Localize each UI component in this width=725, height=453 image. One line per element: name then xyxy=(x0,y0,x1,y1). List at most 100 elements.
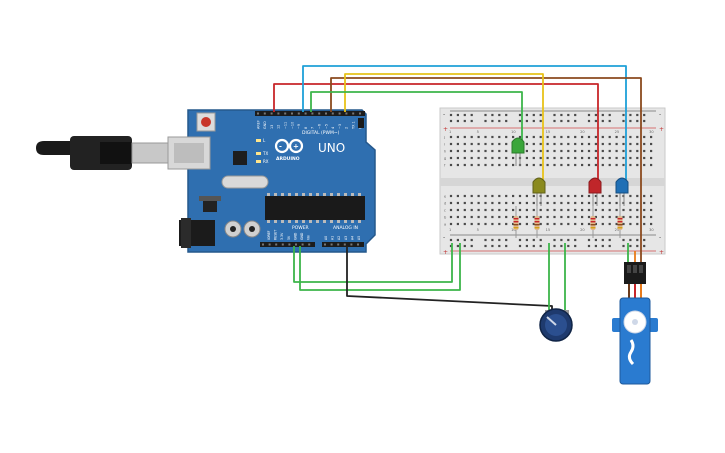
terminal-hole[interactable] xyxy=(553,201,556,205)
terminal-hole[interactable] xyxy=(546,135,549,139)
digital-pin[interactable] xyxy=(352,112,355,115)
terminal-hole[interactable] xyxy=(456,222,459,226)
rail-hole[interactable] xyxy=(484,238,487,242)
terminal-hole[interactable] xyxy=(601,201,604,205)
analog-pin[interactable] xyxy=(343,243,346,246)
terminal-hole[interactable] xyxy=(546,156,549,160)
terminal-hole[interactable] xyxy=(539,163,542,167)
terminal-hole[interactable] xyxy=(525,194,528,198)
terminal-hole[interactable] xyxy=(463,142,466,146)
terminal-hole[interactable] xyxy=(615,142,618,146)
terminal-hole[interactable] xyxy=(532,194,535,198)
rail-hole[interactable] xyxy=(601,113,604,117)
rail-hole[interactable] xyxy=(518,113,522,117)
terminal-hole[interactable] xyxy=(449,156,453,160)
terminal-hole[interactable] xyxy=(449,222,453,226)
rail-hole[interactable] xyxy=(629,244,632,248)
terminal-hole[interactable] xyxy=(601,135,604,139)
terminal-hole[interactable] xyxy=(505,163,508,167)
terminal-hole[interactable] xyxy=(581,142,584,146)
terminal-hole[interactable] xyxy=(622,135,625,139)
rail-hole[interactable] xyxy=(574,244,577,248)
terminal-hole[interactable] xyxy=(505,194,508,198)
terminal-hole[interactable] xyxy=(608,201,611,205)
terminal-hole[interactable] xyxy=(498,163,501,167)
rail-hole[interactable] xyxy=(470,119,473,123)
terminal-hole[interactable] xyxy=(512,163,515,167)
rail-hole[interactable] xyxy=(491,238,494,242)
resistor[interactable] xyxy=(534,206,540,238)
rail-hole[interactable] xyxy=(567,238,570,242)
rail-hole[interactable] xyxy=(567,119,570,123)
rail-hole[interactable] xyxy=(470,113,473,117)
rail-hole[interactable] xyxy=(587,244,591,248)
terminal-hole[interactable] xyxy=(525,222,528,226)
terminal-hole[interactable] xyxy=(484,142,487,146)
rail-hole[interactable] xyxy=(491,113,494,117)
wire-green-5v[interactable] xyxy=(293,243,453,283)
terminal-hole[interactable] xyxy=(587,222,591,226)
digital-pin[interactable] xyxy=(338,112,341,115)
terminal-hole[interactable] xyxy=(505,215,508,219)
terminal-hole[interactable] xyxy=(518,201,522,205)
rail-hole[interactable] xyxy=(463,244,466,248)
digital-pin[interactable] xyxy=(304,112,307,115)
terminal-hole[interactable] xyxy=(650,194,653,198)
terminal-hole[interactable] xyxy=(477,142,480,146)
terminal-hole[interactable] xyxy=(484,194,487,198)
servo-motor[interactable] xyxy=(612,262,658,385)
terminal-hole[interactable] xyxy=(463,163,466,167)
digital-pin[interactable] xyxy=(311,112,314,115)
terminal-hole[interactable] xyxy=(601,208,604,212)
terminal-hole[interactable] xyxy=(615,149,618,153)
terminal-hole[interactable] xyxy=(567,201,570,205)
terminal-hole[interactable] xyxy=(463,215,466,219)
rail-hole[interactable] xyxy=(470,238,473,242)
rail-hole[interactable] xyxy=(594,119,597,123)
terminal-hole[interactable] xyxy=(546,194,549,198)
led-yellow[interactable] xyxy=(532,177,546,206)
terminal-hole[interactable] xyxy=(518,135,522,139)
terminal-hole[interactable] xyxy=(463,222,466,226)
terminal-hole[interactable] xyxy=(581,222,584,226)
rail-hole[interactable] xyxy=(643,113,646,117)
rail-hole[interactable] xyxy=(539,119,542,123)
rail-hole[interactable] xyxy=(518,244,522,248)
terminal-hole[interactable] xyxy=(636,222,639,226)
terminal-hole[interactable] xyxy=(484,222,487,226)
terminal-hole[interactable] xyxy=(477,215,480,219)
terminal-hole[interactable] xyxy=(615,215,618,219)
terminal-hole[interactable] xyxy=(505,156,508,160)
terminal-hole[interactable] xyxy=(525,156,528,160)
terminal-hole[interactable] xyxy=(622,142,625,146)
terminal-hole[interactable] xyxy=(484,163,487,167)
rail-hole[interactable] xyxy=(449,113,453,117)
rail-hole[interactable] xyxy=(636,119,639,123)
terminal-hole[interactable] xyxy=(560,142,563,146)
terminal-hole[interactable] xyxy=(601,215,604,219)
rail-hole[interactable] xyxy=(470,244,473,248)
rail-hole[interactable] xyxy=(622,119,625,123)
terminal-hole[interactable] xyxy=(643,201,646,205)
terminal-hole[interactable] xyxy=(567,156,570,160)
terminal-hole[interactable] xyxy=(560,222,563,226)
terminal-hole[interactable] xyxy=(650,156,653,160)
terminal-hole[interactable] xyxy=(629,222,632,226)
terminal-hole[interactable] xyxy=(608,215,611,219)
terminal-hole[interactable] xyxy=(587,156,591,160)
terminal-hole[interactable] xyxy=(470,156,473,160)
terminal-hole[interactable] xyxy=(449,194,453,198)
led-blue[interactable] xyxy=(615,177,629,206)
terminal-hole[interactable] xyxy=(498,208,501,212)
terminal-hole[interactable] xyxy=(636,215,639,219)
terminal-hole[interactable] xyxy=(505,149,508,153)
terminal-hole[interactable] xyxy=(587,208,591,212)
rail-hole[interactable] xyxy=(518,238,522,242)
rail-hole[interactable] xyxy=(463,119,466,123)
terminal-hole[interactable] xyxy=(456,163,459,167)
breadboard[interactable]: - + - + - + - + 115510101515202025253030… xyxy=(439,107,666,256)
terminal-hole[interactable] xyxy=(539,149,542,153)
terminal-hole[interactable] xyxy=(470,149,473,153)
terminal-hole[interactable] xyxy=(560,194,563,198)
terminal-hole[interactable] xyxy=(560,215,563,219)
